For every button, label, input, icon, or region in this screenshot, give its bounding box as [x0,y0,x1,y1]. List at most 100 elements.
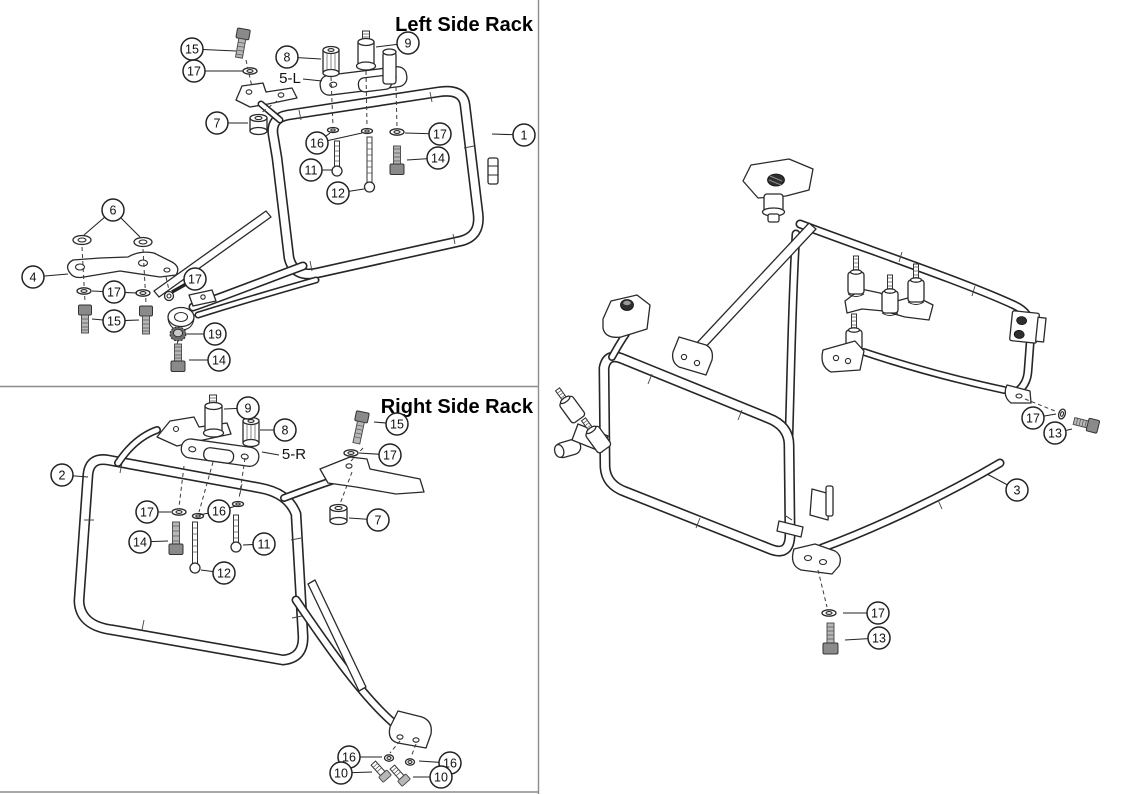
callout-circle [275,45,299,69]
stud-threads [853,258,859,268]
mount-post-top [382,48,397,56]
bolt-head [139,305,153,317]
callout-number: 8 [284,50,291,64]
panel-dividers [0,0,540,794]
bracket-hole-b [844,357,852,365]
screw-head [378,769,392,783]
right-rack-top-arm-tube-inner [115,427,160,466]
washer-hole [393,130,401,134]
left-rack-support-arm-lower-tube-inner [196,278,318,317]
callout-part-8: 8 [260,418,297,442]
washer-hole [330,128,336,132]
bolt-threads [354,424,364,439]
callout-number: 2 [59,468,66,482]
frame-mount-post [382,48,397,85]
callout-part-15: 15 [373,412,409,436]
callout-number: 17 [140,505,154,519]
callout-circle [299,158,323,182]
callout-circle [866,601,890,625]
clamp-bolt-b [1013,330,1025,339]
callout-circle [50,463,74,487]
callout-number: 17 [1026,411,1040,425]
callout-number: 15 [107,314,121,328]
bolt-shaft [142,315,150,335]
left-mount-b [580,417,612,454]
mount-top [883,288,897,294]
callout-circle [867,626,891,650]
callout-part-17: 17 [404,122,452,146]
screw-10-left [370,760,392,783]
mount-bottom [907,301,925,305]
stud-threads [583,420,592,429]
pivot-bore [173,311,189,323]
bolt-shaft [234,37,247,59]
spacer-8-left [322,45,340,78]
washer-hole [80,289,88,293]
bolt-threads [172,525,180,542]
callout-part-7: 7 [205,111,248,135]
callout-part-17: 17 [843,601,890,625]
bolt-shaft [352,420,365,445]
callout-circle [1005,478,1029,502]
stud-threads [557,390,566,399]
washer-hole [364,129,370,133]
screw-threads [192,527,198,553]
callout-number: 17 [107,285,121,299]
callout-number: 10 [434,770,448,784]
bolt-shaft [826,622,835,644]
mount-top [849,269,863,275]
two-hole-bracket [821,340,865,373]
lock-bracket-hole-b [693,359,701,367]
screw-head [189,562,201,574]
ring-nut-17-target [163,290,175,302]
callout-part-17: 17 [1021,406,1057,430]
tube-segment-marks [84,462,303,631]
callout-circle [236,396,260,420]
tube-segment-marks [647,251,976,529]
callout-circle [102,280,126,304]
nut-16-foot-right [404,758,416,766]
rubber-mount-3 [907,263,925,305]
washer-16-a-rp [231,500,245,508]
damper-mount-9-left [355,30,377,71]
mount-top [909,277,923,283]
left-tube-stub [553,438,582,459]
socket-bolt-14-right [389,145,405,175]
label-5L-leader [302,78,323,82]
screw-head [230,541,242,553]
callout-part-1: 1 [491,123,536,147]
label-5R-text: 5-R [282,446,306,463]
callout-number: 9 [405,36,412,50]
mount-body [847,271,865,295]
spacer-8-right [242,416,260,448]
spacer-bore [247,419,255,423]
bushing-bore [334,505,343,511]
callout-number: 14 [431,151,445,165]
callout-part-11: 11 [242,532,276,556]
right-rack-wing-bracket [319,456,425,495]
callout-number: 12 [331,186,345,200]
callout-part-2: 2 [50,463,89,487]
washer-17-right [389,128,405,136]
callout-circle [396,31,420,55]
wing-hole-left [245,89,253,95]
callout-part-19: 19 [187,322,227,346]
callout-number: 19 [208,327,222,341]
washer-17-pair-right [135,289,151,297]
callout-number: 16 [310,136,324,150]
callout-circle [512,123,536,147]
washer-hole [825,611,833,615]
washer-17-wing [343,449,359,457]
callout-number: 14 [212,353,226,367]
bolt-head-hatch [768,175,783,186]
mount-bottom [847,293,865,297]
bolt-threads [81,318,89,331]
washer-hole [138,239,148,245]
callout-number: 8 [282,423,289,437]
assembled-foot-plate [791,543,841,575]
callout-circle [101,198,125,222]
callout-number: 7 [375,513,382,527]
washer-hole [235,502,241,506]
plate-5R-hole-left [188,446,197,453]
